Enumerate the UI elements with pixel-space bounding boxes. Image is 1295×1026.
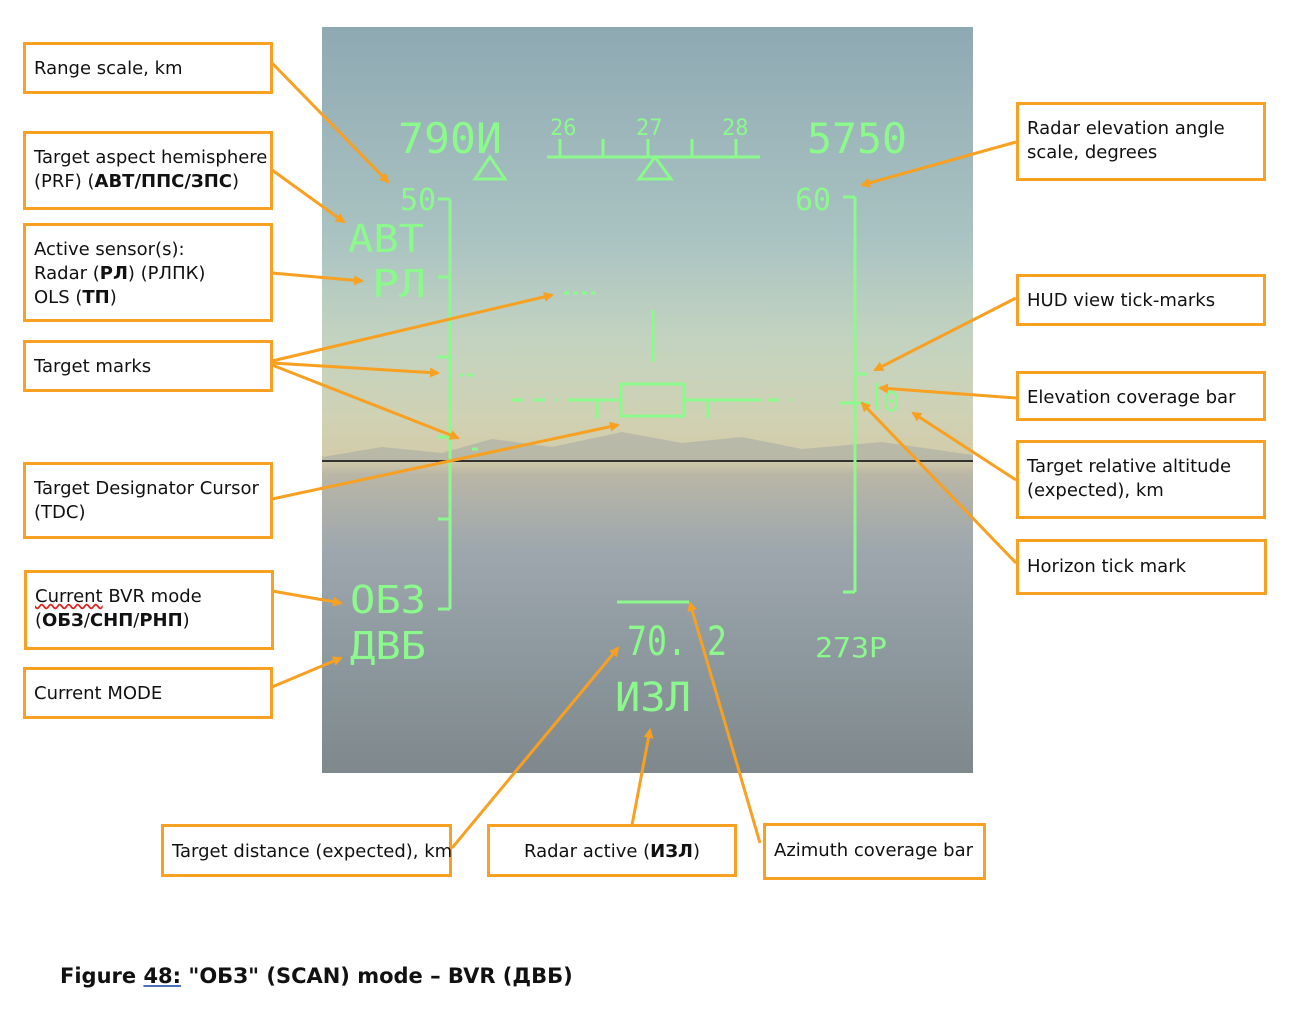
callout-sensor: Active sensor(s): Radar (РЛ) (РЛПК) OLS … — [23, 223, 273, 322]
callout-elev-scale-line1: Radar elevation angle — [1027, 118, 1225, 139]
callout-bvr-line2-post: ) — [182, 610, 190, 631]
hud-range-scale-top: 50 — [400, 183, 436, 218]
hud-heading-27: 27 — [636, 116, 663, 141]
hud-bvr-mode: ОБЗ — [350, 578, 426, 622]
callout-bvr-line2-sep1: / — [83, 610, 90, 631]
callout-bvr-line2-pre: ( — [35, 610, 43, 631]
hud-heading-left: 790И — [398, 114, 502, 163]
callout-elev-scale: Radar elevation angle scale, degrees — [1016, 102, 1266, 181]
hud-aspect: АВТ — [348, 217, 424, 261]
callout-bvr-line2-bold: ОБЗ — [42, 610, 84, 631]
callout-elev-bar: Elevation coverage bar — [1016, 371, 1266, 421]
callout-bvr-line1: Current BVR mode — [35, 585, 263, 609]
caption-text: "ОБЗ" (SCAN) mode – BVR (ДВБ) — [181, 964, 573, 988]
hud-target-distance: 70. 2 — [627, 619, 727, 665]
hud-radar-active: ИЗЛ — [615, 675, 691, 721]
callout-range-scale: Range scale, km — [23, 42, 273, 94]
callout-target-marks-text: Target marks — [34, 356, 152, 377]
callout-tdc: Target Designator Cursor (TDC) — [23, 462, 273, 539]
callout-radar-active-bold: ИЗЛ — [650, 841, 693, 862]
callout-bvr-mode: Current BVR mode (ОБЗ/СНП/РНП) — [24, 570, 274, 650]
callout-target-distance: Target distance (expected), km — [161, 824, 452, 877]
callout-aspect-line1: Target aspect hemisphere — [34, 147, 268, 168]
callout-hud-ticks: HUD view tick-marks — [1016, 274, 1266, 326]
callout-current-mode-text: Current MODE — [34, 683, 163, 704]
hud-altitude: 5750 — [807, 114, 907, 163]
hud-bottom-right: 273Р — [815, 631, 887, 664]
callout-sensor-line3-post: ) — [109, 287, 117, 308]
heading-caret — [636, 154, 674, 181]
callout-radar-active-post: ) — [692, 841, 701, 862]
hud-sensor: РЛ — [372, 262, 426, 306]
callout-current-mode: Current MODE — [23, 667, 273, 719]
callout-azimuth-bar: Azimuth coverage bar — [763, 823, 986, 880]
callout-aspect-line2-bold: АВТ/ППС/ЗПС — [94, 171, 232, 192]
callout-bvr-line2-bold3: РНП — [139, 610, 183, 631]
caption-prefix: Figure — [60, 964, 144, 988]
callout-bvr-line2-sep2: / — [133, 610, 140, 631]
callout-aspect-line2: (PRF) (АВТ/ППС/ЗПС) — [34, 170, 262, 194]
hud-screenshot: 790И 26 27 28 5750 50 60 АВТ РЛ ОБЗ ДВБ … — [322, 27, 973, 773]
callout-tdc-line2: (TDC) — [34, 502, 86, 523]
hud-mode: ДВБ — [350, 624, 426, 668]
callout-bvr-line2-bold2: СНП — [89, 610, 134, 631]
callout-aspect-line2-pre: (PRF) ( — [34, 171, 95, 192]
callout-sensor-line2: Radar (РЛ) (РЛПК) — [34, 262, 262, 286]
callout-rel-alt-line1: Target relative altitude — [1027, 456, 1232, 477]
callout-rel-alt-line2: (expected), km — [1027, 480, 1164, 501]
callout-target-distance-text: Target distance (expected), km — [172, 841, 453, 862]
callout-elev-bar-text: Elevation coverage bar — [1027, 387, 1236, 408]
callout-tdc-line1: Target Designator Cursor — [34, 478, 259, 499]
callout-target-marks: Target marks — [23, 340, 273, 392]
callout-range-scale-text: Range scale, km — [34, 58, 183, 79]
callout-sensor-line3-pre: OLS ( — [34, 287, 83, 308]
callout-azimuth-bar-text: Azimuth coverage bar — [774, 840, 974, 861]
callout-elev-scale-line2: scale, degrees — [1027, 142, 1158, 163]
callout-sensor-line2-bold: РЛ — [99, 263, 128, 284]
callout-horizon-tick-text: Horizon tick mark — [1027, 556, 1187, 577]
callout-aspect: Target aspect hemisphere (PRF) (АВТ/ППС/… — [23, 131, 273, 210]
hud-relative-altitude: 0 — [883, 385, 900, 418]
callout-bvr-line2: (ОБЗ/СНП/РНП) — [35, 609, 263, 633]
callout-radar-active-pre: Radar active ( — [523, 841, 651, 862]
callout-radar-active-text: Radar active (ИЗЛ) — [498, 840, 726, 864]
callout-sensor-line1: Active sensor(s): — [34, 239, 185, 260]
callout-sensor-line2-pre: Radar ( — [34, 263, 100, 284]
callout-bvr-line1-rest: BVR mode — [102, 586, 202, 607]
callout-sensor-line3-bold: ТП — [82, 287, 110, 308]
hud-heading-26: 26 — [550, 116, 577, 141]
caption-number[interactable]: 48: — [143, 964, 182, 988]
callout-radar-active: Radar active (ИЗЛ) — [487, 824, 737, 877]
callout-bvr-line1-word: Current — [35, 586, 103, 607]
figure-caption: Figure 48: "ОБЗ" (SCAN) mode – BVR (ДВБ) — [60, 964, 573, 988]
hud-elevation-scale-top: 60 — [795, 183, 831, 218]
callout-sensor-line3: OLS (ТП) — [34, 286, 262, 310]
hud-heading-28: 28 — [722, 116, 749, 141]
callout-sensor-line2-post: ) (РЛПК) — [127, 263, 206, 284]
callout-aspect-line2-post: ) — [232, 171, 240, 192]
callout-rel-alt: Target relative altitude (expected), km — [1016, 440, 1266, 519]
left-caret — [472, 154, 508, 181]
callout-horizon-tick: Horizon tick mark — [1016, 539, 1267, 595]
callout-hud-ticks-text: HUD view tick-marks — [1027, 290, 1216, 311]
